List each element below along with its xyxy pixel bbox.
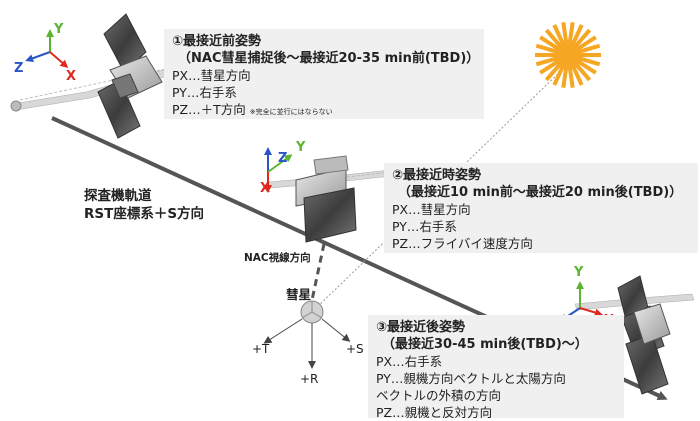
sun-ray (576, 43, 601, 55)
box2-subtitle: （最接近10 min前〜最接近20 min後(TBD)） (398, 185, 683, 200)
sun-ray (561, 63, 569, 88)
sun-ray (574, 35, 597, 52)
box2-line-py: PY…右手系 (392, 219, 457, 234)
box1-line-py: PY…右手系 (172, 85, 237, 100)
axis-triad-1 (25, 29, 69, 68)
sun-ray (535, 43, 560, 55)
box1-note: ※完全に並行にはならない (249, 108, 333, 116)
box2-line-px: PX…彗星方向 (392, 202, 471, 217)
axis-z-label-1: Z (14, 61, 24, 76)
rst-r-label: +R (300, 372, 319, 386)
box3-line-py: PY…親機方向ベクトルと太陽方向 (376, 371, 566, 386)
trajectory-label-line2: RST座標系＋S方向 (84, 206, 205, 222)
spacecraft-3 (574, 275, 695, 395)
box1-title: ①最接近前姿勢 (172, 34, 262, 49)
axis-y-label-2: Y (296, 140, 306, 155)
attitude-box-1: ①最接近前姿勢 （NAC彗星捕捉後〜最接近20-35 min前(TBD)） PX… (164, 29, 484, 119)
sun-ray (552, 24, 567, 48)
sun-ray (535, 55, 560, 67)
spacecraft-2 (267, 155, 393, 243)
box3-line-px: PX…右手系 (376, 354, 443, 369)
nac-label: NAC視線方向 (244, 252, 311, 264)
axis-x-label-1: X (66, 69, 77, 84)
trajectory-label: 探査機軌道 RST座標系＋S方向 (84, 187, 204, 223)
sun-ray (569, 24, 584, 48)
axis-z-label-2: Z (278, 151, 288, 166)
sun-ray (567, 22, 575, 47)
rst-axes (263, 318, 351, 369)
box3-line-py-cont: ベクトルの外積の方向 (376, 388, 502, 403)
sun-icon (535, 22, 601, 88)
sun-ray (552, 62, 567, 86)
spacecraft-1 (10, 13, 176, 139)
nac-line-of-sight (310, 243, 326, 301)
box3-title: ③最接近後姿勢 (376, 320, 466, 335)
attitude-box-3: ③最接近後姿勢 （最接近30-45 min後(TBD)〜） PX…右手系 PY…… (368, 315, 624, 420)
axis-y-label-1: Y (54, 22, 64, 37)
axis-y-label-3: Y (574, 265, 584, 280)
sun-ray (569, 62, 584, 86)
sun-ray (544, 28, 564, 50)
comet-icon (300, 300, 324, 324)
rst-s-label: +S (346, 342, 364, 356)
sun-ray (539, 58, 562, 75)
sun-ray (576, 55, 601, 67)
box1-subtitle: （NAC彗星捕捉後〜最接近20-35 min前(TBD)） (178, 51, 480, 66)
sun-ray (539, 35, 562, 52)
sun-ray (574, 58, 597, 75)
axis-triad-2 (264, 147, 293, 193)
sun-ray (561, 22, 569, 47)
box1-line-px: PX…彗星方向 (172, 68, 251, 83)
box1-line-pz-text: PZ…＋T方向 (172, 102, 246, 117)
axis-x-label-2: X (260, 181, 271, 196)
trajectory-label-line1: 探査機軌道 (84, 188, 152, 204)
box3-subtitle: （最接近30-45 min後(TBD)〜） (382, 337, 588, 352)
box2-title: ②最接近時姿勢 (392, 168, 482, 183)
box3-line-pz: PZ…親機と反対方向 (376, 405, 493, 420)
box1-line-pz: PZ…＋T方向※完全に並行にはならない (172, 101, 476, 121)
box2-line-pz: PZ…フライバイ速度方向 (392, 236, 533, 251)
sun-ray (572, 60, 592, 82)
attitude-box-2: ②最接近時姿勢 （最接近10 min前〜最接近20 min後(TBD)） PX…… (384, 163, 698, 253)
sun-ray (544, 60, 564, 82)
sun-ray (572, 28, 592, 50)
rst-t-label: +T (252, 342, 270, 356)
sun-ray (567, 63, 575, 88)
comet-label: 彗星 (286, 287, 312, 302)
